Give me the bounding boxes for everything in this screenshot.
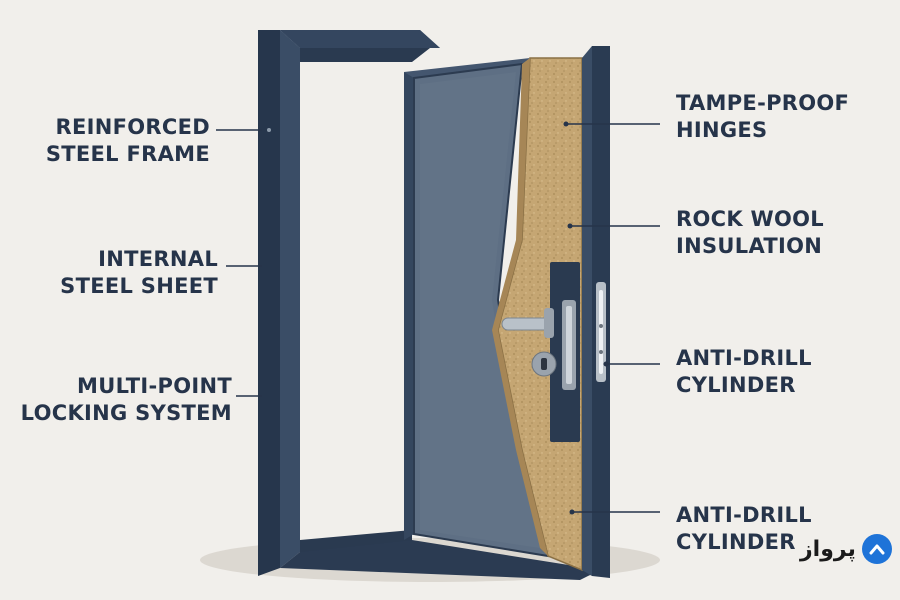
label-multi-point-locking-system: MULTI-POINT LOCKING SYSTEM: [20, 374, 232, 425]
brand-name: پرواز: [800, 536, 856, 562]
leader-dots: [563, 121, 609, 515]
steel-frame: [258, 30, 600, 580]
door-handle: [501, 308, 554, 338]
cylinder-escutcheon: [531, 351, 557, 377]
leader-lines: [216, 123, 660, 513]
chevron-up-icon: [861, 534, 892, 564]
label-anti-drill-cylinder-lower: ANTI-DRILL CYLINDER: [676, 503, 812, 554]
label-anti-drill-cylinder-upper: ANTI-DRILL CYLINDER: [676, 346, 812, 397]
label-internal-steel-sheet: INTERNAL STEEL SHEET: [60, 247, 218, 298]
label-reinforced-steel-frame: REINFORCED STEEL FRAME: [45, 115, 210, 166]
brand-logo: پرواز: [800, 534, 892, 564]
label-tamper-proof-hinges: TAMPE-PROOF HINGES: [676, 91, 850, 142]
multi-point-lock: [550, 262, 606, 442]
label-rock-wool-insulation: ROCK WOOL INSULATION: [676, 207, 824, 258]
